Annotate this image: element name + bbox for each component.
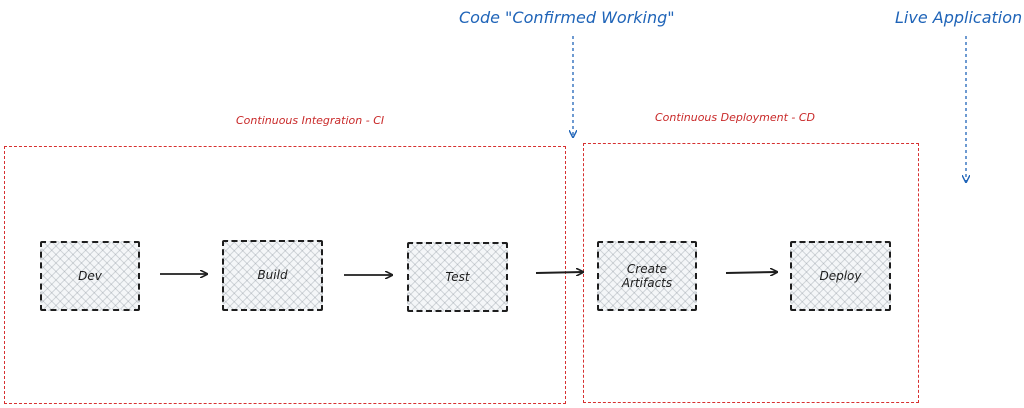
create-artifacts-node-label: Create Artifacts [621, 261, 673, 290]
build-node: Build [222, 240, 323, 311]
create-artifacts-node: Create Artifacts [597, 241, 697, 311]
deploy-node: Deploy [790, 241, 891, 311]
confirmed-working-annotation: Code "Confirmed Working" [459, 8, 675, 27]
cd-group-label: Continuous Deployment - CD [655, 111, 816, 124]
dev-node: Dev [40, 241, 140, 311]
live-application-annotation: Live Application [895, 8, 1023, 27]
test-node: Test [407, 242, 508, 312]
ci-group-box [4, 146, 566, 404]
deploy-node-label: Deploy [819, 268, 862, 283]
dev-node-label: Dev [78, 268, 102, 283]
test-node-label: Test [445, 269, 470, 284]
ci-group-label: Continuous Integration - CI [236, 114, 385, 127]
build-node-label: Build [257, 268, 288, 283]
